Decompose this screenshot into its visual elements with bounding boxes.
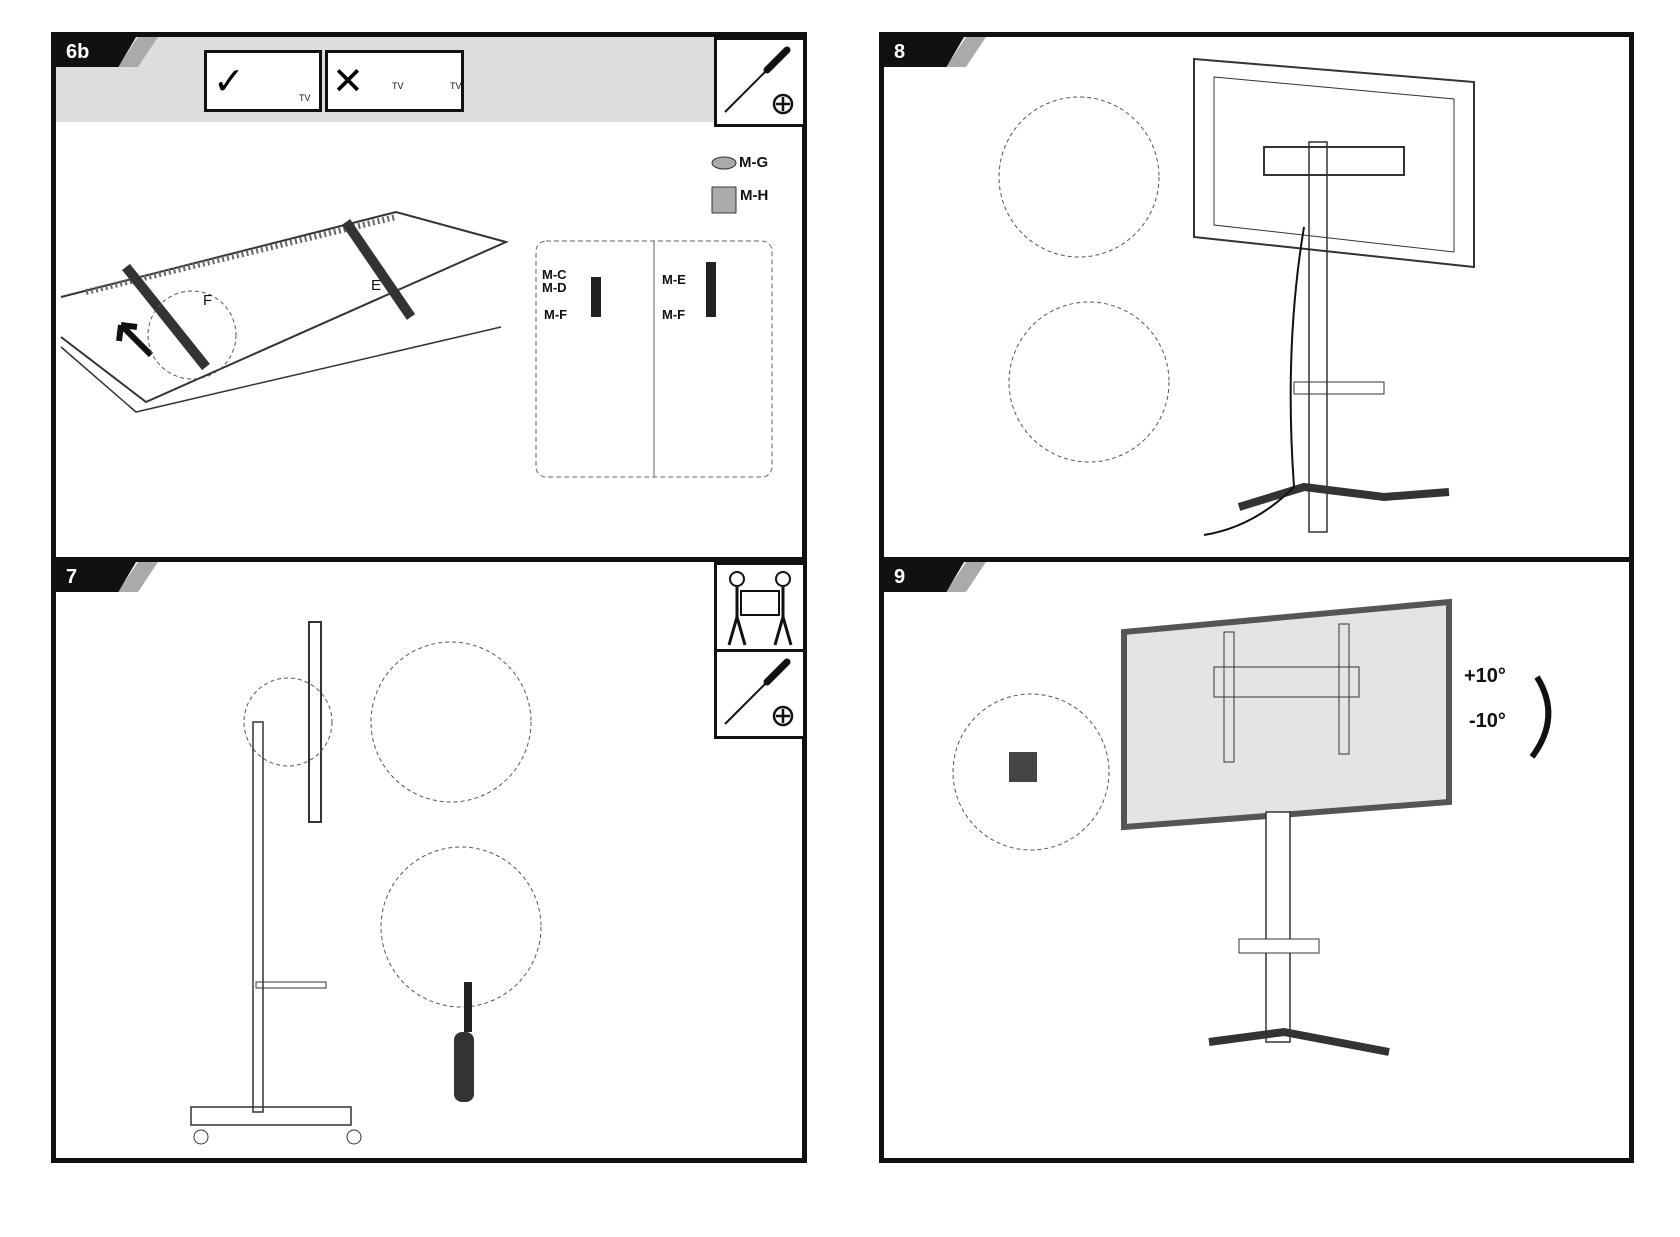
screwdriver-icon xyxy=(714,649,806,739)
step-7-panel: 7 xyxy=(51,557,807,1163)
screw-md-label: M-D xyxy=(542,280,567,295)
step-9-panel: 9 +10° -10° xyxy=(879,557,1634,1163)
screwdriver-icon xyxy=(714,37,806,127)
bracket-f-label: F xyxy=(203,292,213,309)
screw-me-label: M-E xyxy=(662,272,686,287)
two-person-lift-icon xyxy=(714,562,806,652)
incorrect-usage-box: ✕ TV TV xyxy=(325,50,464,112)
tv-hanging-illustration xyxy=(190,621,542,1145)
tv-back-bracket-illustration xyxy=(60,156,773,478)
check-icon: ✓ xyxy=(213,61,245,103)
tv-label: TV xyxy=(392,81,404,91)
screw-mc-label: M-C xyxy=(542,267,567,282)
tv-tilt-illustration xyxy=(952,598,1552,1056)
cross-icon: ✕ xyxy=(332,61,364,103)
step-6b-panel: 6b ✓ TV ✕ TV TV F E M-G M-H M-C M-D M-F … xyxy=(51,32,807,562)
cable-management-illustration xyxy=(998,57,1475,536)
tv-label: TV xyxy=(299,93,311,103)
washer-mf-label: M-F xyxy=(662,307,686,322)
washer-mf-label: M-F xyxy=(544,307,568,322)
correct-usage-box: ✓ TV xyxy=(204,50,322,112)
bracket-e-label: E xyxy=(371,277,382,294)
tilt-down-label: -10° xyxy=(1469,710,1506,732)
tilt-up-label: +10° xyxy=(1464,665,1506,687)
tv-label: TV xyxy=(450,81,462,91)
step-8-panel: 8 xyxy=(879,32,1634,562)
spacer-mg-label: M-G xyxy=(739,154,769,171)
spacer-mh-label: M-H xyxy=(740,187,769,204)
